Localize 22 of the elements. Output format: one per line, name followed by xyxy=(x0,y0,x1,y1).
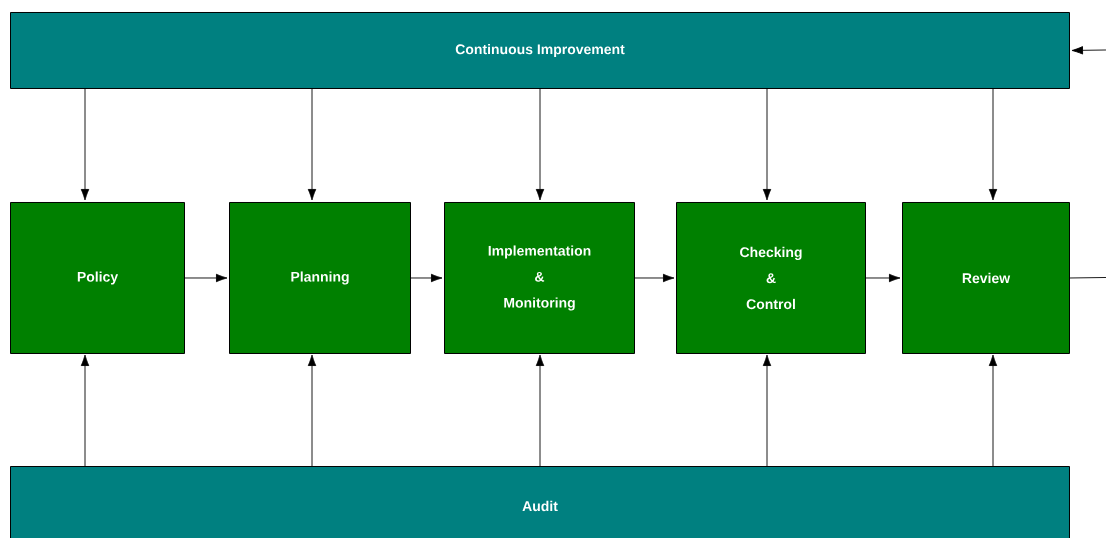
process-box: Policy xyxy=(10,202,185,354)
process-box: Review xyxy=(902,202,1070,354)
arrow xyxy=(988,354,998,467)
arrow xyxy=(865,273,901,283)
process-box: Checking & Control xyxy=(676,202,866,354)
arrow xyxy=(988,87,998,201)
arrow xyxy=(1071,46,1106,55)
arrow xyxy=(535,354,545,467)
arrow xyxy=(80,354,90,467)
arrow xyxy=(184,273,228,283)
arrow xyxy=(307,354,317,467)
arrow xyxy=(762,87,772,201)
process-band: Continuous Improvement xyxy=(10,12,1070,89)
arrow xyxy=(762,354,772,467)
arrow xyxy=(535,87,545,201)
arrow xyxy=(80,87,90,201)
process-box: Planning xyxy=(229,202,411,354)
arrow xyxy=(307,87,317,201)
process-band: Audit xyxy=(10,466,1070,538)
process-box: Implementation & Monitoring xyxy=(444,202,635,354)
arrow xyxy=(410,273,443,283)
arrow xyxy=(634,273,675,283)
